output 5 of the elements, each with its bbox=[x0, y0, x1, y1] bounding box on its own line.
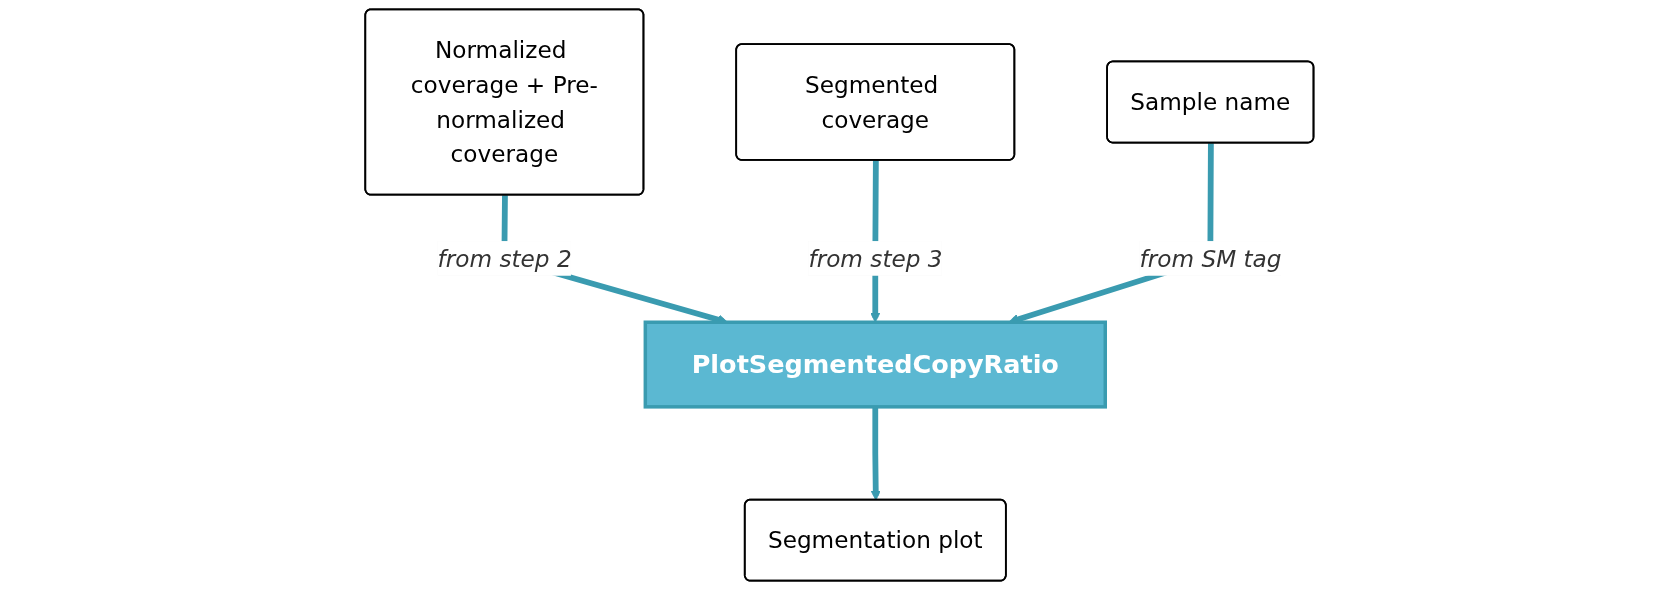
edge-label: from SM tag bbox=[1139, 244, 1282, 273]
arrow bbox=[870, 406, 881, 501]
edge-label: from step 2 bbox=[437, 244, 572, 273]
edge-label: from step 3 bbox=[808, 244, 943, 273]
node-box: PlotSegmentedCopyRatio bbox=[643, 320, 1107, 409]
